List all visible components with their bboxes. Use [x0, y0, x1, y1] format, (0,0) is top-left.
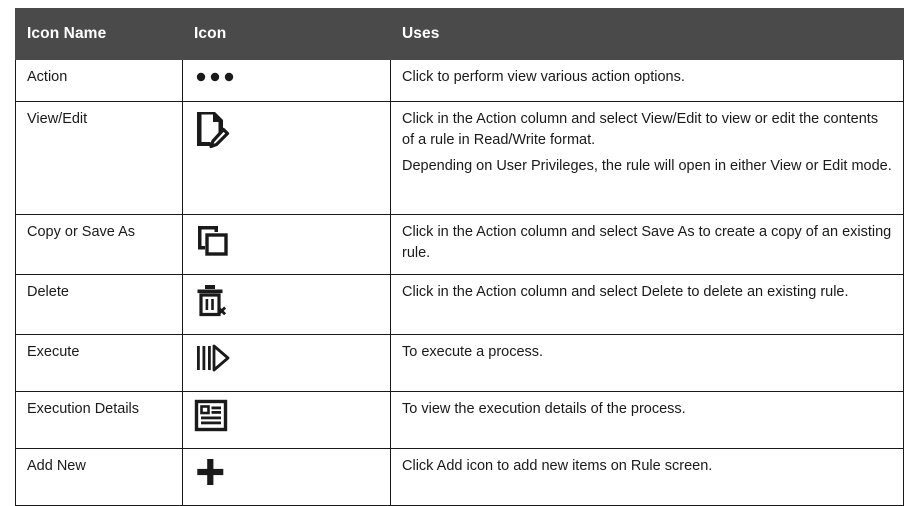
row-icon-cell-view-edit	[182, 101, 391, 215]
row-icon-cell-execute	[182, 334, 391, 392]
row-label-copy-or-save-as: Copy or Save As	[15, 214, 183, 275]
uses-paragraph: Depending on User Privileges, the rule w…	[402, 158, 892, 175]
row-icon-cell-copy	[182, 214, 391, 275]
document-pencil-icon[interactable]	[194, 109, 379, 151]
row-icon-cell-add-new	[182, 448, 391, 506]
row-label-delete: Delete	[15, 274, 183, 335]
row-icon-cell-delete	[182, 274, 391, 335]
column-header-uses: Uses	[390, 8, 904, 60]
table-row: Copy or Save As Click in the Action colu…	[15, 214, 904, 275]
uses-paragraph: Click in the Action column and select Vi…	[402, 111, 879, 148]
table-row: Add New Click Add icon to add new items …	[15, 448, 904, 506]
row-uses-copy: Click in the Action column and select Sa…	[390, 214, 904, 275]
execution-details-list-icon[interactable]	[194, 399, 379, 433]
table-header-row: Icon Name Icon Uses	[15, 8, 904, 60]
row-label-action: Action	[15, 59, 183, 102]
row-uses-delete: Click in the Action column and select De…	[390, 274, 904, 335]
uses-paragraph: To view the execution details of the pro…	[402, 401, 686, 417]
row-uses-add-new: Click Add icon to add new items on Rule …	[390, 448, 904, 506]
row-uses-execute: To execute a process.	[390, 334, 904, 392]
uses-paragraph: Click Add icon to add new items on Rule …	[402, 458, 713, 474]
copy-icon[interactable]	[194, 222, 379, 258]
table-row: Execute To execute a process.	[15, 334, 904, 392]
row-label-execute: Execute	[15, 334, 183, 392]
trash-delete-icon[interactable]	[194, 282, 379, 320]
table-row: Execution Details To view	[15, 391, 904, 449]
execute-play-icon[interactable]	[194, 342, 379, 374]
table-row: Action Click to perform view various act…	[15, 59, 904, 102]
icon-reference-table: Icon Name Icon Uses Action	[15, 8, 904, 506]
column-header-icon-name: Icon Name	[15, 8, 183, 60]
uses-paragraph: To execute a process.	[402, 344, 544, 360]
row-uses-execution-details: To view the execution details of the pro…	[390, 391, 904, 449]
ellipsis-horizontal-icon[interactable]	[194, 67, 379, 87]
uses-paragraph: Click in the Action column and select Sa…	[402, 224, 892, 261]
row-label-add-new: Add New	[15, 448, 183, 506]
row-icon-cell-action	[182, 59, 391, 102]
table-body: Action Click to perform view various act…	[15, 59, 904, 506]
row-icon-cell-execution-details	[182, 391, 391, 449]
uses-paragraph: Click to perform view various action opt…	[402, 69, 685, 85]
plus-add-icon[interactable]	[194, 456, 379, 488]
table-header: Icon Name Icon Uses	[15, 8, 904, 60]
row-label-execution-details: Execution Details	[15, 391, 183, 449]
row-uses-view-edit: Click in the Action column and select Vi…	[390, 101, 904, 215]
column-header-icon: Icon	[182, 8, 391, 60]
table-row: View/Edit Click in the Action column and…	[15, 101, 904, 215]
uses-paragraph: Click in the Action column and select De…	[402, 284, 849, 300]
table-row: Delete	[15, 274, 904, 335]
row-uses-action: Click to perform view various action opt…	[390, 59, 904, 102]
row-label-view-edit: View/Edit	[15, 101, 183, 215]
